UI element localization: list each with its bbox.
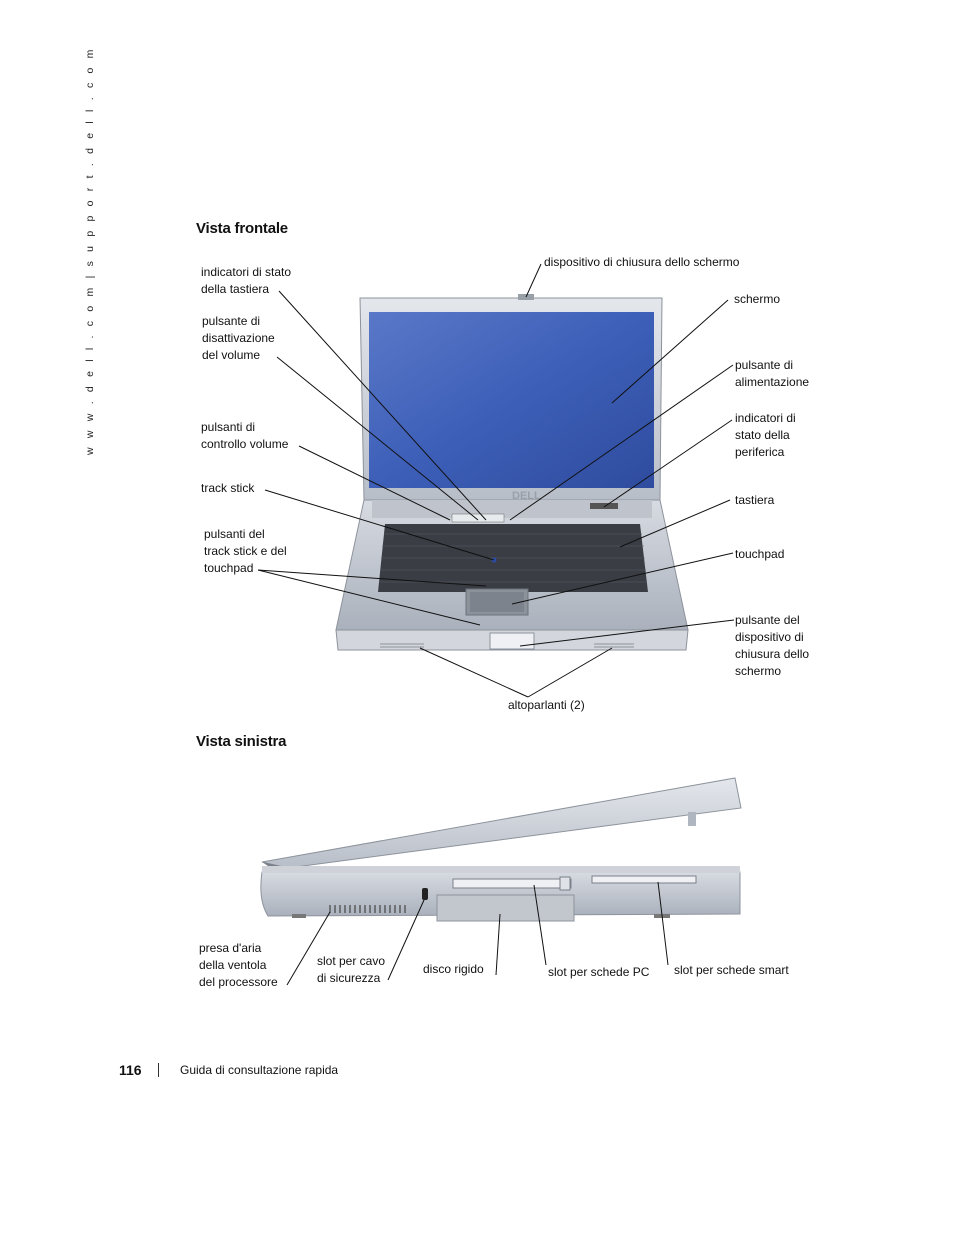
screen-display [369, 312, 654, 488]
label-keyboard-status-lights: indicatori di stato della tastiera [201, 265, 292, 296]
label-air-vent: presa d'aria della ventola del processor… [199, 941, 278, 989]
heading-left-view: Vista sinistra [196, 733, 287, 750]
label-track-buttons: pulsanti del track stick e del touchpad [204, 527, 287, 575]
label-security-slot: slot per cavo di sicurezza [317, 954, 386, 985]
label-track-stick: track stick [201, 481, 255, 495]
label-mute-button: pulsante di disattivazione del volume [202, 314, 275, 362]
front-laptop: DELL [335, 294, 689, 651]
footer-divider [158, 1063, 159, 1077]
label-display-latch: dispositivo di chiusura dello schermo [544, 255, 740, 269]
label-device-status-lights: indicatori di stato della periferica [735, 411, 796, 459]
label-power-button: pulsante di alimentazione [735, 358, 810, 389]
label-hard-drive: disco rigido [423, 962, 484, 976]
page-number: 116 [119, 1062, 142, 1078]
left-laptop [260, 777, 742, 922]
left-leader-lines [286, 881, 669, 986]
label-speakers: altoparlanti (2) [508, 698, 585, 712]
label-pc-card-slot: slot per schede PC [548, 965, 650, 979]
label-latch-release: pulsante del dispositivo di chiusura del… [735, 613, 810, 678]
label-volume-buttons: pulsanti di controllo volume [201, 420, 289, 451]
dell-logo: DELL [512, 490, 541, 502]
label-touchpad: touchpad [735, 547, 785, 561]
label-keyboard: tastiera [735, 493, 775, 507]
footer-title: Guida di consultazione rapida [180, 1063, 339, 1077]
label-display: schermo [734, 292, 781, 306]
label-smart-card-slot: slot per schede smart [674, 963, 789, 977]
front-leader-lines [257, 263, 735, 698]
heading-front-view: Vista frontale [196, 220, 288, 237]
